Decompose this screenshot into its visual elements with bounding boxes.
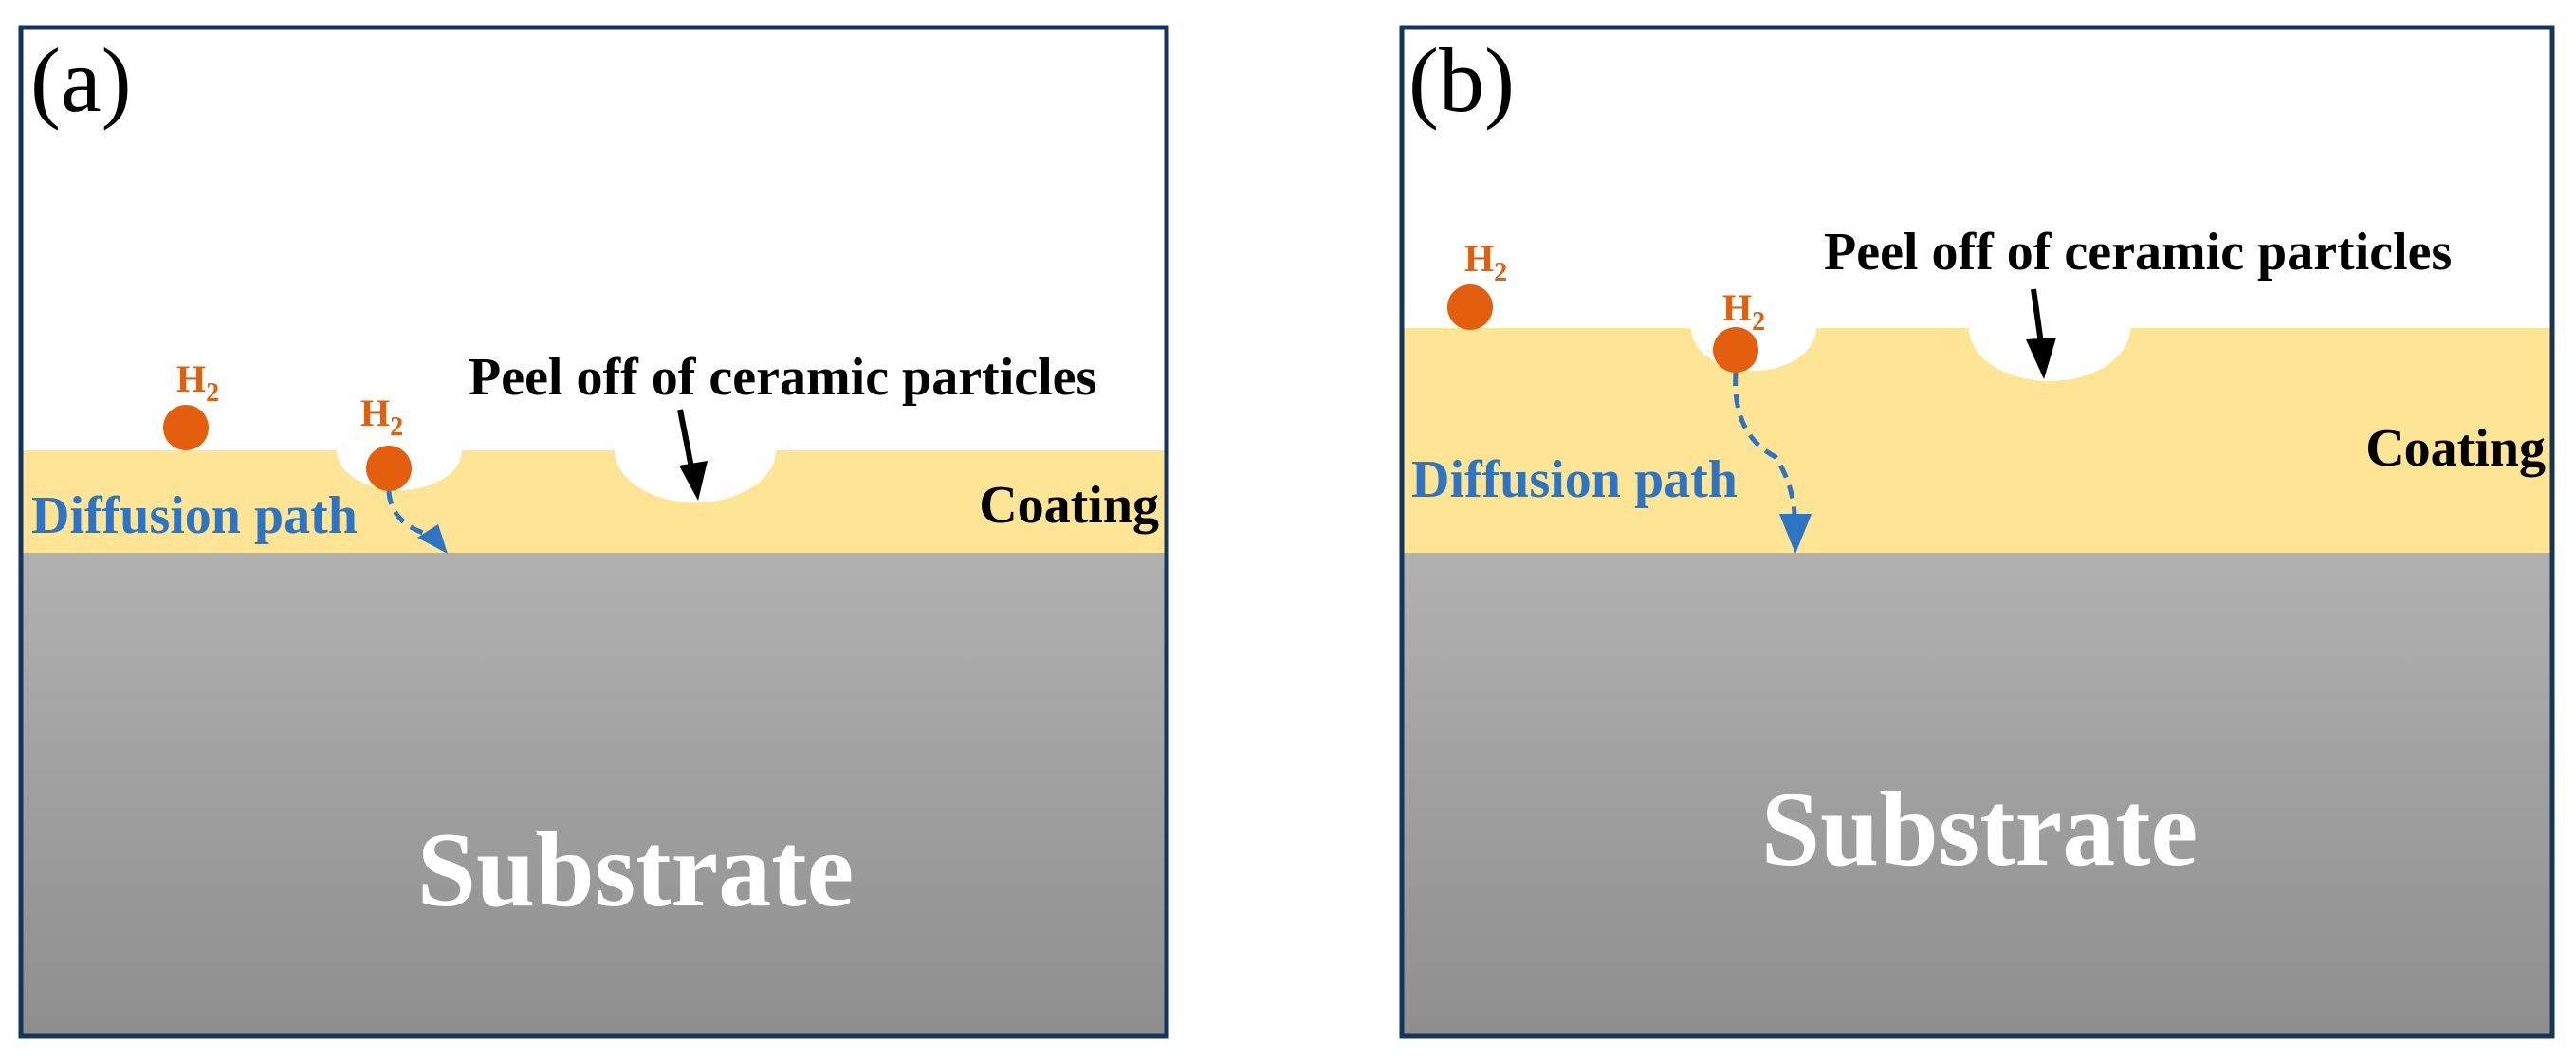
panel-label: (b) [1408, 29, 1515, 131]
substrate-label: Substrate [1761, 771, 2198, 888]
diffusion-arrow-icon [386, 490, 448, 554]
coating-layer [1402, 328, 2552, 553]
pointer-arrow-icon [677, 409, 708, 501]
h2-label: H2 [1722, 286, 1765, 337]
diffusion-path-label: Diffusion path [31, 486, 358, 545]
h2-label: H2 [176, 357, 219, 408]
hydrogen-atom-icon [163, 405, 209, 450]
coating-layer [21, 450, 1167, 553]
h2-symbol: H [1464, 237, 1494, 280]
panel-b: (b) H2 H2 Peel off of ceramic particles … [1399, 25, 2555, 1039]
hydrogen-atom-icon [1713, 327, 1758, 373]
h2-symbol: H [176, 357, 206, 400]
diffusion-arrow-icon [1733, 372, 1812, 554]
coating-label: Coating [2365, 419, 2546, 478]
peel-off-label: Peel off of ceramic particles [1824, 223, 2452, 282]
substrate-layer [21, 553, 1167, 1036]
substrate-layer [1402, 553, 2552, 1036]
h2-label: H2 [360, 392, 403, 442]
coating-label: Coating [979, 476, 1159, 535]
panel-label: (a) [30, 29, 132, 131]
panel-a: (a) H2 H2 Peel off of ceramic particles … [18, 25, 1169, 1039]
diffusion-path-label: Diffusion path [1411, 450, 1738, 509]
peel-off-label: Peel off of ceramic particles [469, 348, 1096, 407]
panel-frame [18, 25, 1169, 1039]
h2-subscript: 2 [1494, 258, 1507, 287]
h2-symbol: H [360, 392, 390, 434]
hydrogen-atom-icon [1447, 284, 1493, 330]
h2-subscript: 2 [390, 412, 403, 442]
pointer-arrow-icon [2026, 288, 2056, 379]
h2-subscript: 2 [1752, 307, 1765, 337]
substrate-label: Substrate [417, 812, 854, 929]
hydrogen-atom-icon [366, 446, 412, 491]
panel-frame [1399, 25, 2555, 1039]
h2-subscript: 2 [206, 378, 219, 408]
h2-label: H2 [1464, 237, 1507, 287]
h2-symbol: H [1722, 286, 1752, 329]
